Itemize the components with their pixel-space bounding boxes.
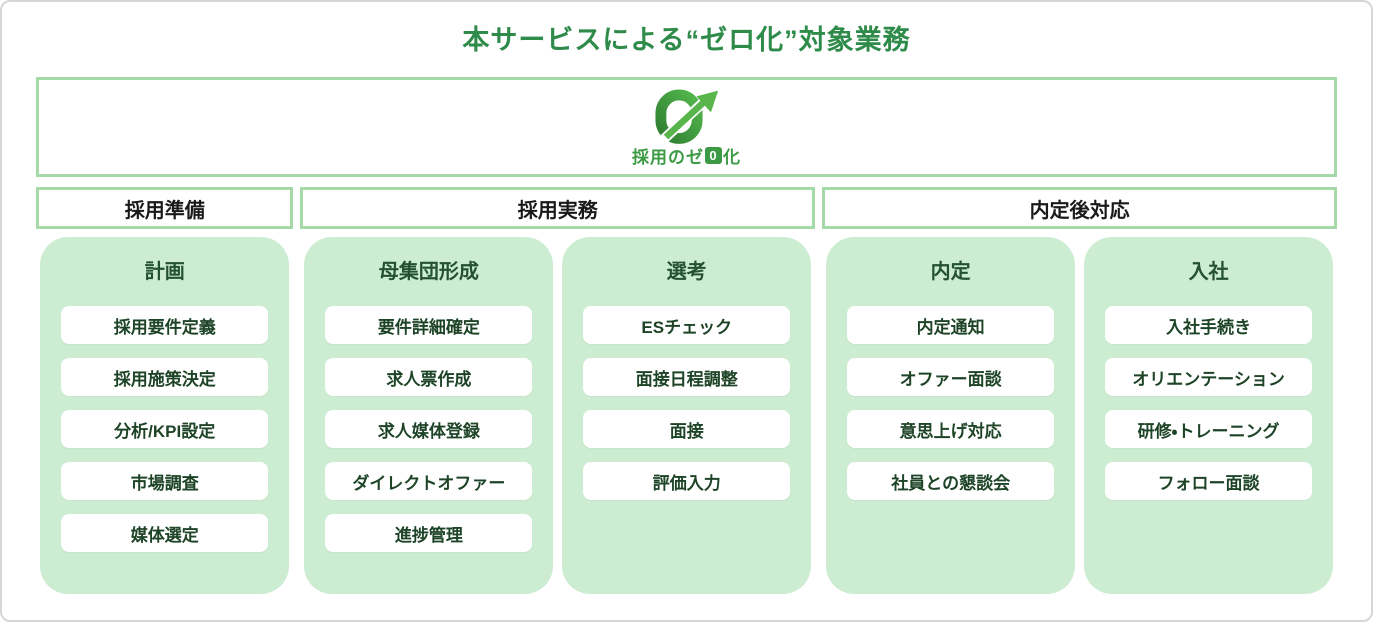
phase-group: 採用準備計画採用要件定義採用施策決定分析/KPI設定市場調査媒体選定 bbox=[36, 187, 294, 594]
zero-arrow-logo-icon bbox=[654, 89, 718, 144]
column-title: 内定 bbox=[930, 261, 971, 283]
task-pill: 内定通知 bbox=[847, 306, 1055, 344]
phase-group: 採用実務母集団形成要件詳細確定求人票作成求人媒体登録ダイレクトオファー進捗管理選… bbox=[300, 187, 816, 594]
task-pill: 社員との懇談会 bbox=[847, 462, 1055, 500]
column-title: 計画 bbox=[144, 261, 185, 283]
logo-text-before: 採用のゼ bbox=[632, 147, 704, 167]
task-pill: 意思上げ対応 bbox=[847, 410, 1055, 448]
column-row: 内定内定通知オファー面談意思上げ対応社員との懇談会入社入社手続きオリエンテーショ… bbox=[822, 237, 1337, 594]
column-row: 母集団形成要件詳細確定求人票作成求人媒体登録ダイレクトオファー進捗管理 選考 ESチ… bbox=[300, 237, 815, 594]
task-pill: フォロー面談 bbox=[1105, 462, 1313, 500]
task-pill: オファー面談 bbox=[847, 358, 1055, 396]
task-pill: 採用施策決定 bbox=[61, 358, 269, 396]
task-pill: ダイレクトオファー bbox=[325, 462, 533, 500]
process-column: 内定内定通知オファー面談意思上げ対応社員との懇談会 bbox=[826, 237, 1076, 594]
phase-header: 内定後対応 bbox=[822, 187, 1337, 229]
phase-header: 採用準備 bbox=[36, 187, 294, 229]
phase-group: 内定後対応内定内定通知オファー面談意思上げ対応社員との懇談会入社入社手続きオリエ… bbox=[822, 187, 1337, 594]
logo-text-after: 化 bbox=[723, 147, 741, 167]
task-pill: 媒体選定 bbox=[61, 514, 269, 552]
process-groups: 採用準備計画採用要件定義採用施策決定分析/KPI設定市場調査媒体選定採用実務母集… bbox=[36, 187, 1337, 594]
process-column: 母集団形成要件詳細確定求人票作成求人媒体登録ダイレクトオファー進捗管理 bbox=[304, 237, 554, 594]
process-column: 入社入社手続きオリエンテーション研修・トレーニングフォロー面談 bbox=[1084, 237, 1334, 594]
process-column: 選考 ESチェック面接日程調整面接評価入力 bbox=[562, 237, 812, 594]
page-title: 本サービスによる“ゼロ化”対象業務 bbox=[462, 25, 911, 55]
task-pill: 面接日程調整 bbox=[583, 358, 791, 396]
logo-banner: 採用のゼ 0 化 bbox=[36, 77, 1337, 177]
task-pill: 求人媒体登録 bbox=[325, 410, 533, 448]
task-pill: 研修・トレーニング bbox=[1105, 410, 1313, 448]
task-pill: 市場調査 bbox=[61, 462, 269, 500]
process-column: 計画採用要件定義採用施策決定分析/KPI設定市場調査媒体選定 bbox=[40, 237, 290, 594]
task-pill: 分析/KPI設定 bbox=[61, 410, 269, 448]
task-pill: 面接 bbox=[583, 410, 791, 448]
task-pill: 入社手続き bbox=[1105, 306, 1313, 344]
task-pill: 採用要件定義 bbox=[61, 306, 269, 344]
logo-text: 採用のゼ 0 化 bbox=[632, 143, 741, 168]
task-pill: オリエンテーション bbox=[1105, 358, 1313, 396]
logo: 採用のゼ 0 化 bbox=[632, 87, 741, 168]
logo-zero-badge: 0 bbox=[705, 146, 722, 164]
column-row: 計画採用要件定義採用施策決定分析/KPI設定市場調査媒体選定 bbox=[36, 237, 293, 594]
task-pill: 要件詳細確定 bbox=[325, 306, 533, 344]
task-pill: ESチェック bbox=[583, 306, 791, 344]
column-title: 選考 bbox=[666, 261, 707, 283]
column-title: 母集団形成 bbox=[378, 261, 479, 283]
column-title: 入社 bbox=[1188, 261, 1229, 283]
task-pill: 求人票作成 bbox=[325, 358, 533, 396]
task-pill: 評価入力 bbox=[583, 462, 791, 500]
task-pill: 進捗管理 bbox=[325, 514, 533, 552]
phase-header: 採用実務 bbox=[300, 187, 816, 229]
